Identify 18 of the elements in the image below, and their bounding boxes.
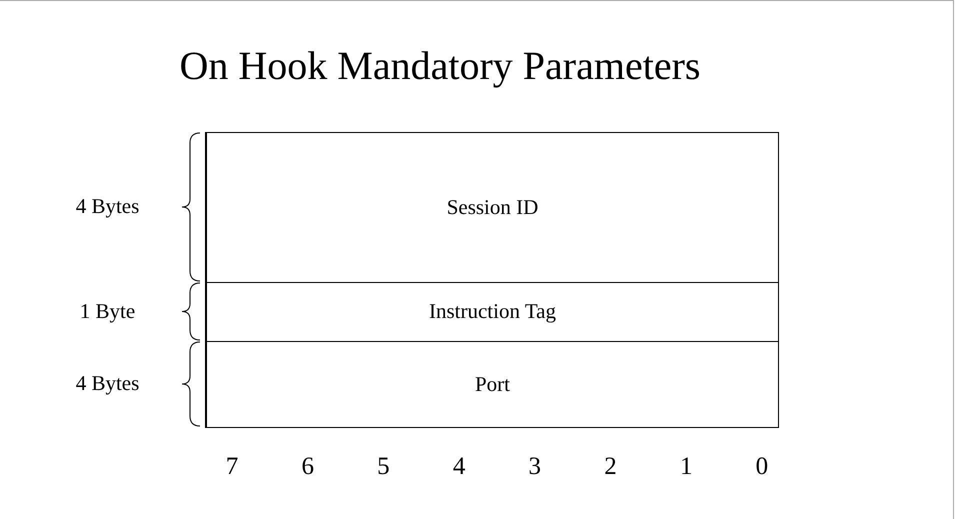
bit-number: 0	[754, 453, 770, 481]
bit-number: 4	[452, 453, 466, 481]
field-box	[205, 282, 779, 342]
bit-number: 5	[376, 453, 391, 481]
bit-number: 6	[300, 453, 315, 481]
byte-size-label: 4 Bytes	[74, 371, 140, 396]
byte-size-label: 4 Bytes	[74, 194, 140, 219]
bit-number: 7	[224, 453, 240, 481]
bit-number: 2	[603, 453, 618, 481]
bit-number: 3	[528, 453, 542, 481]
byte-size-label: 1 Byte	[78, 298, 136, 324]
field-name: Instruction Tag	[428, 299, 556, 324]
title: On Hook Mandatory Parameters	[178, 42, 702, 89]
field-name: Port	[474, 372, 510, 396]
field-name: Session ID	[446, 195, 538, 220]
field-box	[205, 341, 779, 428]
field-box	[205, 132, 779, 283]
bit-number: 1	[678, 453, 694, 481]
